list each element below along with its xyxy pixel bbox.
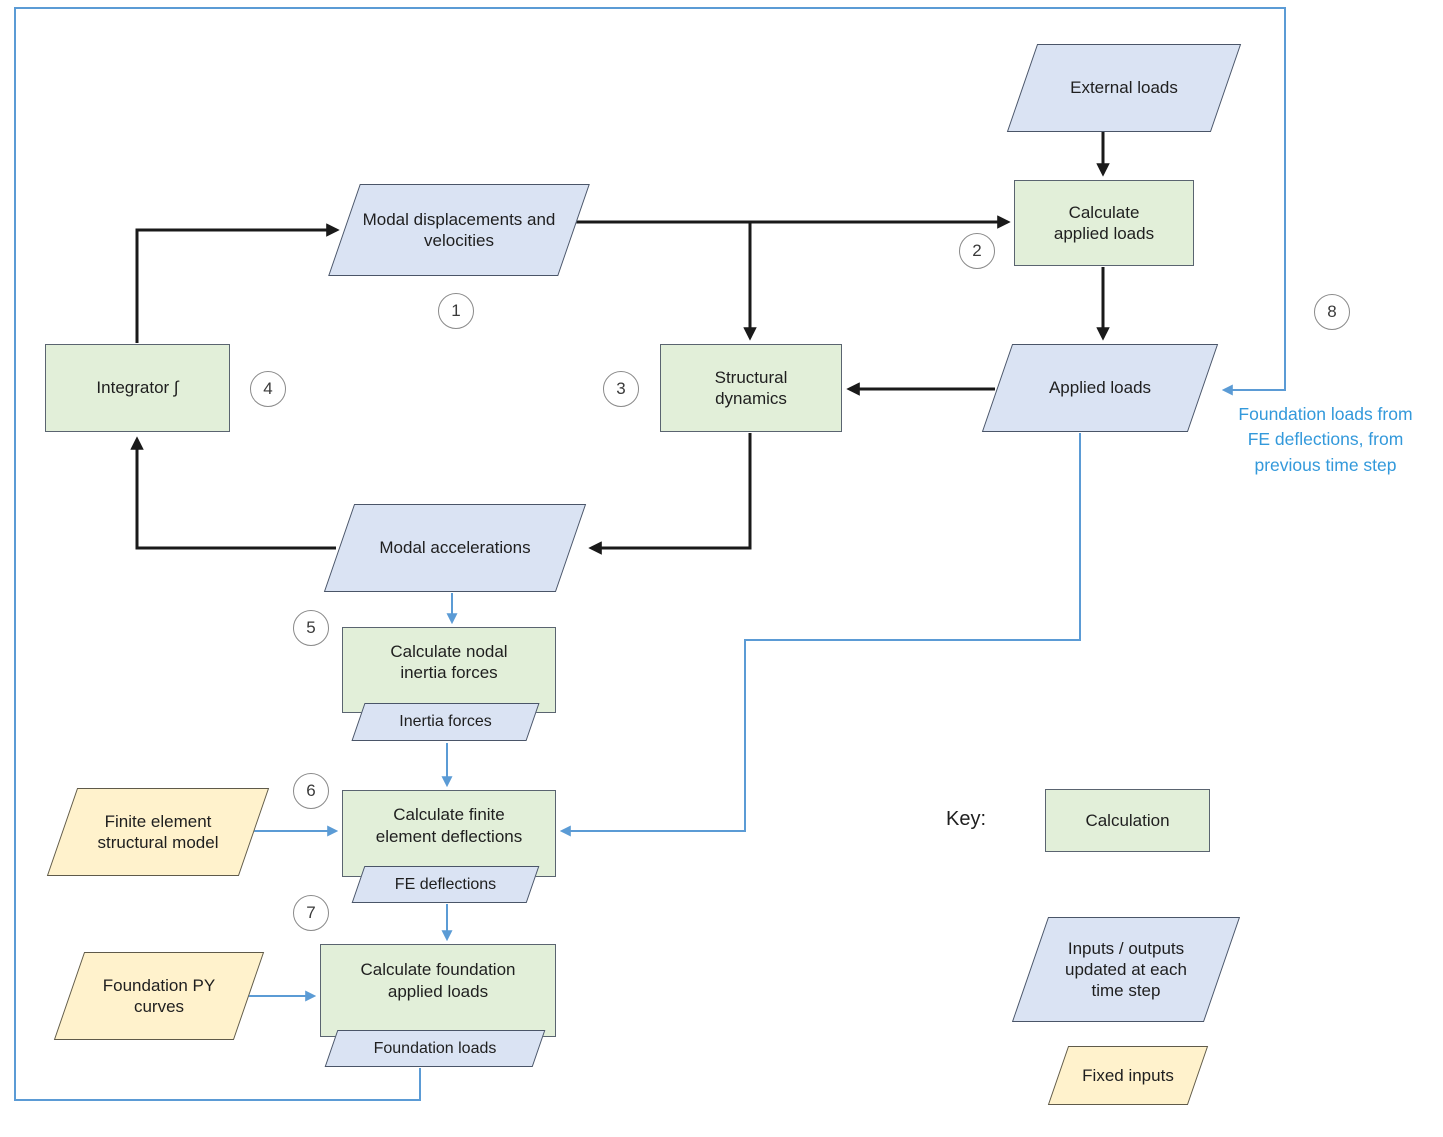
- annotation-line-2: FE deflections, from: [1247, 429, 1404, 450]
- calculate-nodal-inertia-forces-label: Calculate nodal inertia forces: [390, 641, 508, 682]
- external-loads-label: External loads: [1070, 78, 1178, 98]
- arrow-foundation-loads-feedback-loop: [14, 7, 1286, 1101]
- step-badge-5: 5: [293, 610, 329, 646]
- key-inputs-outputs-label: Inputs / outputs updated at each time st…: [1065, 938, 1187, 1001]
- key-inputs-outputs-node: Inputs / outputs updated at each time st…: [1011, 917, 1241, 1022]
- modal-accelerations-node: Modal accelerations: [323, 504, 587, 592]
- calculate-finite-element-deflections-label: Calculate finite element deflections: [375, 805, 523, 846]
- inertia-forces-label: Inertia forces: [399, 713, 492, 730]
- key-fixed-inputs-label: Fixed inputs: [1082, 1065, 1174, 1085]
- key-fixed-inputs-node: Fixed inputs: [1047, 1046, 1209, 1105]
- annotation-line-3: previous time step: [1254, 454, 1397, 475]
- arrow-structural-dynamics-to-modal-accel: [588, 433, 752, 555]
- fe-deflections-label: FE deflections: [394, 875, 497, 893]
- structural-dynamics-node: Structural dynamics: [660, 344, 842, 432]
- modal-displacements-node: Modal displacements and velocities: [328, 184, 590, 276]
- inertia-forces-node: Inertia forces: [351, 703, 540, 741]
- calculate-nodal-inertia-forces-node: Calculate nodal inertia forces: [342, 627, 556, 713]
- foundation-py-curves-node: Foundation PY curves: [53, 952, 265, 1040]
- fe-deflections-node: FE deflections: [351, 866, 540, 903]
- integrator-node: Integrator ∫: [45, 344, 230, 432]
- calculate-finite-element-deflections-node: Calculate finite element deflections: [342, 790, 556, 877]
- foundation-loads-label: Foundation loads: [373, 1039, 497, 1057]
- calculate-applied-loads-label: Calculate applied loads: [1053, 202, 1155, 243]
- annotation-line-1: Foundation loads from: [1238, 404, 1413, 424]
- foundation-py-curves-label: Foundation PY curves: [102, 975, 216, 1016]
- calculate-foundation-applied-loads-node: Calculate foundation applied loads: [320, 944, 556, 1037]
- arrow-integrator-to-modal-disp: [135, 223, 340, 343]
- integrator-label: Integrator ∫: [96, 378, 179, 398]
- step-badge-4: 4: [250, 371, 286, 407]
- key-title: Key:: [946, 808, 987, 830]
- calculate-foundation-applied-loads-label: Calculate foundation applied loads: [360, 960, 516, 1001]
- applied-loads-label: Applied loads: [1048, 378, 1152, 398]
- arrow-modal-accel-to-integrator: [130, 436, 336, 550]
- step-badge-3: 3: [603, 371, 639, 407]
- key-calculation-label: Calculation: [1085, 810, 1170, 830]
- modal-accelerations-label: Modal accelerations: [379, 538, 531, 558]
- external-loads-node: External loads: [1006, 44, 1242, 132]
- foundation-loads-node: Foundation loads: [324, 1030, 546, 1067]
- step-badge-6: 6: [293, 773, 329, 809]
- finite-element-structural-model-label: Finite element structural model: [97, 811, 219, 852]
- finite-element-structural-model-node: Finite element structural model: [46, 788, 270, 876]
- modal-displacements-label: Modal displacements and velocities: [362, 209, 556, 250]
- structural-dynamics-label: Structural dynamics: [714, 367, 788, 408]
- applied-loads-node: Applied loads: [981, 344, 1219, 432]
- step-badge-2: 2: [959, 233, 995, 269]
- arrow-applied-loads-to-calc-fe-deflections: [559, 433, 1081, 837]
- step-badge-1: 1: [438, 293, 474, 329]
- calculate-applied-loads-node: Calculate applied loads: [1014, 180, 1194, 266]
- step-badge-8: 8: [1314, 294, 1350, 330]
- annotation-foundation-loads: Foundation loads from FE deflections, fr…: [1208, 402, 1443, 478]
- step-badge-7: 7: [293, 895, 329, 931]
- key-calculation-node: Calculation: [1045, 789, 1210, 852]
